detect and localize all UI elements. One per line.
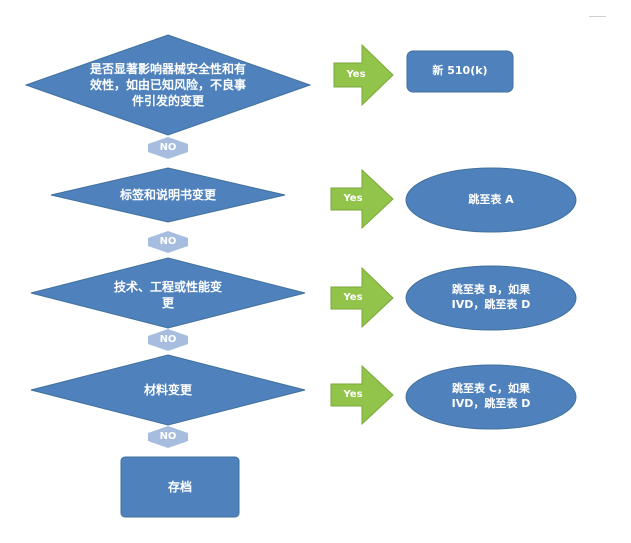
outcome-text-table-c: 跳至表 C，如果 IVD，跳至表 D <box>451 382 531 410</box>
yes-label-3: Yes <box>343 292 363 304</box>
decision-text-2: 标签和说明书变更 <box>119 187 216 202</box>
yes-arrow-3 <box>330 266 394 329</box>
decision-text-1: 是否显著影响器械安全性和有效性，如由已知风险，不良事件引发的变更 <box>89 61 246 109</box>
no-label-3: NO <box>159 334 177 346</box>
yes-label-1: Yes <box>346 69 366 81</box>
corner-mark <box>589 16 606 17</box>
decision-diamond-3 <box>30 257 306 329</box>
decision-text-3: 技术、工程或性能变更 <box>113 279 222 310</box>
no-arrow-1 <box>148 137 188 159</box>
decision-text-4: 材料变更 <box>143 382 192 397</box>
outcome-text-table-b: 跳至表 B，如果 IVD，跳至表 D <box>451 283 531 311</box>
no-label-1: NO <box>159 142 177 154</box>
final-box-text: 存档 <box>167 479 192 494</box>
no-label-4: NO <box>159 431 177 443</box>
decision-diamond-2 <box>50 167 286 223</box>
outcome-ellipse-table-c <box>405 364 577 430</box>
decision-diamond-4 <box>30 354 306 426</box>
no-label-2: NO <box>159 236 177 248</box>
no-arrow-3 <box>148 329 188 351</box>
outcome-text-table-a: 跳至表 A <box>468 192 514 206</box>
outcome-ellipse-table-a <box>405 167 577 233</box>
yes-arrow-2 <box>330 168 394 230</box>
yes-label-4: Yes <box>343 389 363 401</box>
final-box-archive <box>120 456 240 518</box>
yes-label-2: Yes <box>343 193 363 205</box>
no-arrow-2 <box>148 231 188 253</box>
no-arrow-4 <box>148 426 188 448</box>
decision-diamond-1 <box>24 34 312 136</box>
outcome-ellipse-table-b <box>405 265 577 331</box>
outcome-text-new-510k: 新 510(k) <box>432 64 488 78</box>
yes-arrow-4 <box>330 364 394 426</box>
yes-arrow-1 <box>333 43 394 107</box>
outcome-box-new-510k <box>406 50 514 93</box>
